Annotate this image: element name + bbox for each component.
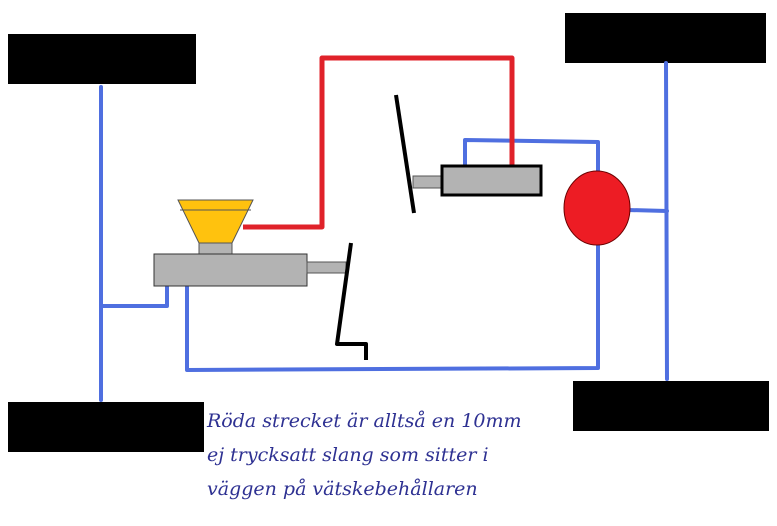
caption: Röda strecket är alltså en 10mm ej tryck…	[207, 404, 521, 506]
wheel-bottom-right	[573, 381, 769, 431]
wheel-top-left	[8, 34, 196, 84]
brake-pedal	[335, 242, 368, 360]
clutch-cylinder	[412, 164, 543, 197]
caption-line-3: väggen på vätskebehållaren	[207, 478, 478, 500]
master-cylinder	[153, 253, 347, 287]
caption-line-2: ej trycksatt slang som sitter i	[207, 444, 489, 466]
clutch-pedal	[394, 94, 416, 214]
wheel-bottom-left	[8, 402, 204, 452]
blue-brake-lines	[99, 61, 669, 402]
fluid-reservoir	[177, 199, 254, 255]
caption-line-1: Röda strecket är alltså en 10mm	[207, 410, 522, 432]
red-unpressurized-hose	[243, 55, 515, 230]
wheel-top-right	[565, 13, 766, 63]
red-valve	[563, 170, 631, 246]
